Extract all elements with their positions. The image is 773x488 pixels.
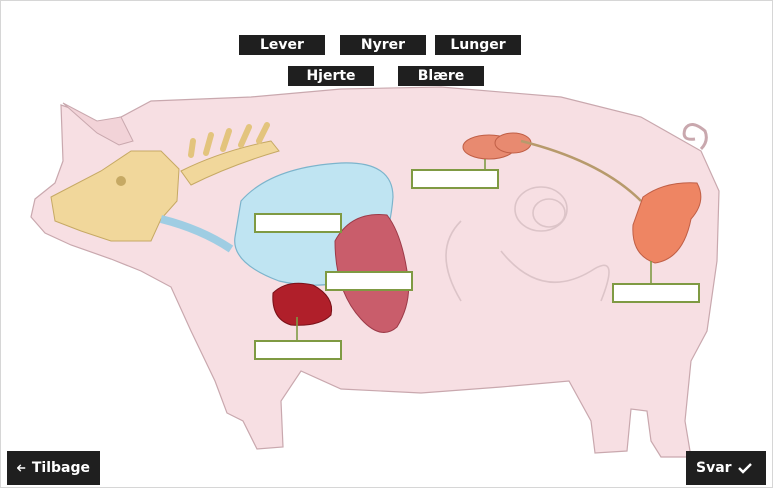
back-button-label: Tilbage	[32, 460, 90, 476]
drop-zone-lungs[interactable]	[254, 213, 342, 233]
drop-zone-kidneys[interactable]	[411, 169, 499, 189]
eye-socket	[116, 176, 126, 186]
back-button[interactable]: Tilbage	[7, 451, 100, 485]
arrow-left-icon	[17, 462, 26, 474]
checkmark-icon	[738, 462, 752, 474]
drop-zone-liver[interactable]	[325, 271, 413, 291]
word-chip-lever[interactable]: Lever	[239, 35, 325, 55]
word-chip-nyrer[interactable]: Nyrer	[340, 35, 426, 55]
answer-button[interactable]: Svar	[686, 451, 766, 485]
word-chip-blaere[interactable]: Blære	[398, 66, 484, 86]
word-chip-lunger[interactable]: Lunger	[435, 35, 521, 55]
word-chip-hjerte[interactable]: Hjerte	[288, 66, 374, 86]
drop-zone-bladder[interactable]	[612, 283, 700, 303]
answer-button-label: Svar	[696, 460, 732, 476]
drop-zone-heart[interactable]	[254, 340, 342, 360]
